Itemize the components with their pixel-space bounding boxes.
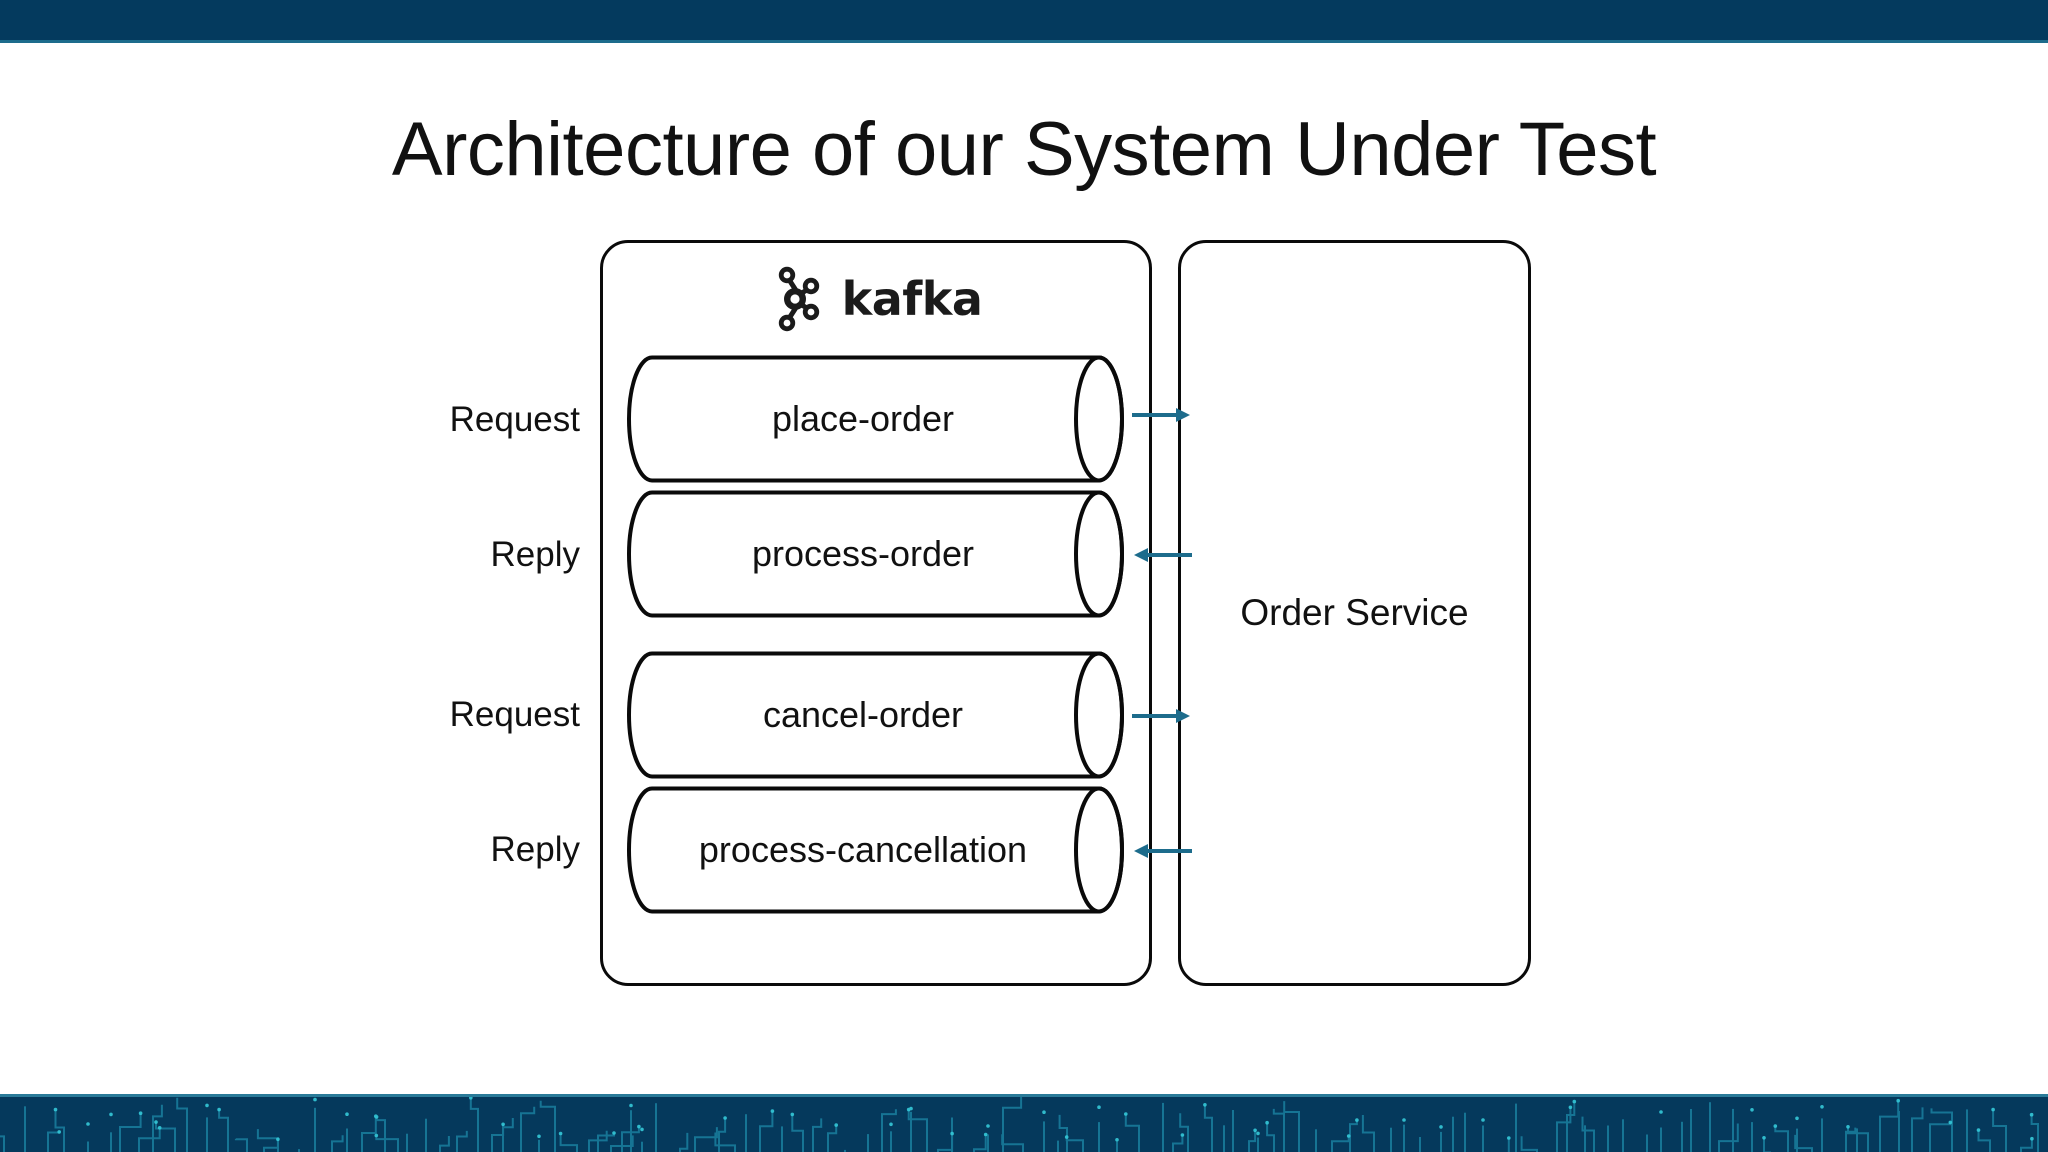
row-label-reply-1: Reply xyxy=(490,535,580,574)
topic-cylinder-place-order: place-order xyxy=(627,355,1129,483)
topic-cylinder-process-order: process-order xyxy=(627,490,1129,618)
arrow-left-icon-1 xyxy=(1134,548,1192,562)
row-label-request-2: Request xyxy=(449,695,580,734)
row-label-reply-2: Reply xyxy=(490,830,580,869)
order-service-box: Order Service xyxy=(1178,240,1531,986)
topic-label-place-order: place-order xyxy=(771,398,955,439)
kafka-wordmark: kafka xyxy=(841,272,983,326)
topic-cylinder-cancel-order: cancel-order xyxy=(627,651,1129,779)
topic-cylinder-process-cancellation: process-cancellation xyxy=(627,786,1129,914)
topic-label-process-cancellation: process-cancellation xyxy=(698,829,1028,870)
bottom-circuit-strip xyxy=(0,1094,2048,1152)
row-label-request-1: Request xyxy=(449,400,580,439)
page-title: Architecture of our System Under Test xyxy=(391,107,1657,192)
slide-footer: Specmatic © 2024 All Rights Reserved xyxy=(0,1010,2048,1094)
kafka-logo-icon xyxy=(770,266,826,332)
top-navy-bar xyxy=(0,0,2048,40)
circuit-pattern xyxy=(0,1096,2039,1152)
kafka-logo: kafka xyxy=(600,258,1152,340)
bottom-strip-accent-line xyxy=(0,1094,2048,1097)
order-service-label: Order Service xyxy=(1240,592,1469,633)
topic-label-cancel-order: cancel-order xyxy=(762,694,964,735)
arrow-right-icon-1 xyxy=(1132,408,1190,422)
arrow-right-icon-2 xyxy=(1132,709,1190,723)
top-bar-accent-line xyxy=(0,40,2048,43)
arrow-left-icon-2 xyxy=(1134,844,1192,858)
topic-label-process-order: process-order xyxy=(751,533,975,574)
